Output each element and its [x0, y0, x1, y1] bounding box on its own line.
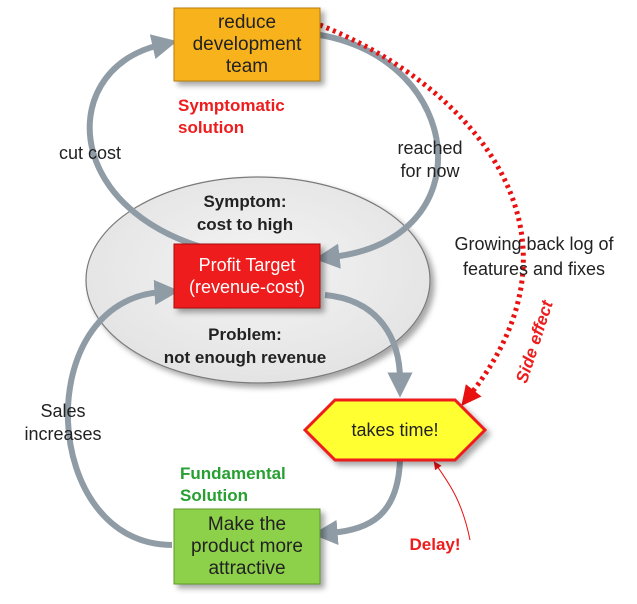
growing-line-1: Growing back log of — [454, 234, 614, 254]
cut-cost-text: cut cost — [58, 143, 122, 163]
reached-line-1: reached — [397, 138, 463, 158]
symptom-line-2: cost to high — [196, 215, 294, 234]
takes-time-text: takes time! — [351, 420, 439, 440]
delay-pointer — [433, 461, 471, 541]
takes-time-label: takes time! — [320, 415, 470, 445]
arrow-cut-cost — [86, 34, 256, 261]
profit-line-1: Profit Target — [198, 255, 296, 275]
profit-target-box: Profit Target (revenue-cost) — [174, 244, 320, 308]
symptomatic-solution-label: Symptomatic solution — [164, 95, 338, 139]
reached-for-now-label: reached for now — [380, 137, 480, 183]
symptom-line-1: Symptom: — [203, 192, 287, 211]
reduce-line-1: reduce — [217, 11, 277, 33]
profit-line-2: (revenue-cost) — [188, 277, 306, 297]
delay-label: Delay! — [390, 533, 480, 557]
symptomatic-line-2: solution — [178, 118, 245, 137]
product-line-3: attractive — [208, 557, 286, 579]
sales-increases-label: Sales increases — [3, 400, 123, 446]
product-line-2: product more — [191, 535, 303, 557]
sales-line-1: Sales — [40, 401, 86, 421]
delay-text: Delay! — [409, 535, 461, 554]
problem-label: Problem: not enough revenue — [130, 323, 360, 369]
fundamental-line-1: Fundamental — [180, 464, 286, 483]
product-line-1: Make the — [207, 513, 287, 535]
arrow-reached-for-now — [314, 32, 441, 269]
product-box-bg — [173, 508, 321, 585]
takes-time-hexagon — [302, 398, 488, 462]
arrow-to-takes-time — [324, 292, 413, 398]
reduce-team-box: reduce development team — [174, 8, 320, 81]
arrow-to-product — [312, 459, 403, 545]
growing-line-2: features and fixes — [462, 259, 606, 279]
fundamental-solution-label: Fundamental Solution — [180, 463, 340, 507]
problem-line-1: Problem: — [208, 325, 282, 344]
cut-cost-label: cut cost — [40, 141, 140, 165]
reduce-line-3: team — [225, 55, 269, 77]
reduce-box-bg — [173, 7, 321, 82]
product-box: Make the product more attractive — [174, 509, 320, 584]
reduce-line-2: development — [192, 33, 302, 55]
profit-box-bg — [173, 243, 321, 309]
reached-line-2: for now — [400, 161, 460, 181]
problem-line-2: not enough revenue — [163, 348, 327, 367]
fundamental-line-2: Solution — [180, 486, 248, 505]
sales-line-2: increases — [24, 424, 102, 444]
arrow-sales-increases — [64, 279, 180, 548]
growing-backlog-label: Growing back log of features and fixes — [434, 232, 634, 282]
symptom-label: Symptom: cost to high — [160, 190, 330, 236]
symptomatic-line-1: Symptomatic — [178, 96, 285, 115]
